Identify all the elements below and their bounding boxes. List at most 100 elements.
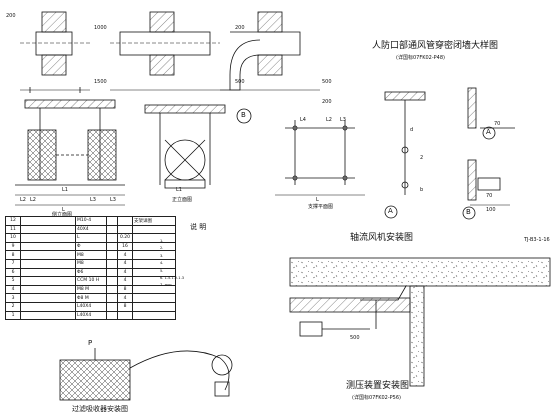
dim-label: 200 bbox=[235, 25, 245, 31]
table-cell bbox=[106, 241, 118, 252]
drawing-code: TJ-B3-1-16 bbox=[524, 237, 550, 243]
table-cell bbox=[106, 250, 118, 260]
bracket-detail-right bbox=[467, 87, 515, 206]
hanger-rod-detail bbox=[384, 91, 426, 195]
dim-label: 500 bbox=[235, 79, 245, 85]
table-cell bbox=[106, 258, 118, 269]
dim-label: 70 bbox=[486, 193, 493, 199]
table-row: 4 M8 M 8 bbox=[5, 284, 176, 295]
table-row: 2 L40X4 8 bbox=[5, 301, 176, 312]
table-cell bbox=[20, 216, 76, 226]
table-cell bbox=[132, 224, 176, 235]
table-cell: 4 bbox=[117, 267, 133, 278]
dim-label: 1500 bbox=[94, 79, 107, 85]
table-cell: M8 M bbox=[75, 284, 107, 295]
table-cell: M10-4 bbox=[75, 216, 107, 226]
table-cell bbox=[132, 301, 176, 312]
table-cell: 2 bbox=[5, 301, 21, 312]
table-cell bbox=[20, 284, 76, 295]
wall-penetration-section-1 bbox=[20, 11, 90, 93]
table-cell bbox=[106, 293, 118, 303]
dim-label: L bbox=[62, 207, 65, 213]
table-cell bbox=[117, 216, 133, 226]
table-cell bbox=[106, 301, 118, 312]
dim-label: 500 bbox=[322, 79, 332, 85]
view-caption: 支撑平面图 bbox=[308, 204, 334, 210]
table-cell: 8 bbox=[117, 301, 133, 312]
note-line: 7. mm bbox=[160, 283, 172, 288]
dim-label: 200 bbox=[6, 13, 16, 19]
dim-label: d bbox=[410, 127, 414, 133]
callout-a2-circle bbox=[482, 126, 496, 140]
table-row: 12 M10-4 支架详图 bbox=[5, 216, 176, 226]
dim-label: L1 bbox=[176, 187, 182, 193]
table-cell: 4 bbox=[5, 284, 21, 295]
table-cell: 6 bbox=[5, 267, 21, 278]
table-cell bbox=[20, 293, 76, 303]
pressure-symbol: P bbox=[88, 339, 93, 347]
table-cell: 5 bbox=[5, 276, 21, 286]
table-cell bbox=[106, 284, 118, 295]
table-cell: 4 bbox=[117, 276, 133, 286]
table-cell: 12 bbox=[5, 216, 21, 226]
callout-b-label: B bbox=[241, 111, 246, 119]
table-cell: 4 bbox=[117, 258, 133, 269]
table-cell: L40X4 bbox=[75, 310, 107, 321]
table-cell bbox=[117, 224, 133, 235]
table-cell: CCM 10 H bbox=[75, 276, 107, 286]
table-cell: L bbox=[75, 233, 107, 243]
table-cell: 支架详图 bbox=[132, 216, 176, 226]
table-cell bbox=[117, 310, 133, 321]
table-cell bbox=[106, 216, 118, 226]
table-cell: 4 bbox=[117, 293, 133, 303]
table-cell: M8 bbox=[75, 250, 107, 260]
table-cell bbox=[20, 250, 76, 260]
support-plan-view bbox=[275, 120, 365, 196]
dim-label: L3 bbox=[340, 117, 346, 123]
table-cell: L40X4 bbox=[75, 301, 107, 312]
table-cell bbox=[106, 224, 118, 235]
callout-b2-circle bbox=[462, 206, 476, 220]
table-cell: 11 bbox=[5, 224, 21, 235]
table-cell bbox=[20, 258, 76, 269]
table-cell: 1 bbox=[5, 310, 21, 321]
view-caption: 侧立面图 bbox=[52, 212, 73, 218]
table-cell: Φ bbox=[75, 241, 107, 252]
dim-label: L3 bbox=[110, 197, 116, 203]
filter-absorber-title: 过滤吸收器安装图 bbox=[72, 405, 128, 413]
duct-wall-title: 人防口部通风管穿密闭墙大样图 bbox=[372, 41, 499, 51]
dim-label: L3 bbox=[90, 197, 96, 203]
table-cell bbox=[20, 276, 76, 286]
note-line: 5. bbox=[160, 268, 164, 273]
table-cell: 0.20 bbox=[117, 233, 133, 243]
table-cell: 8 bbox=[117, 284, 133, 295]
dim-label: 500 bbox=[350, 335, 360, 341]
notes-title: 说 明 bbox=[190, 223, 207, 231]
table-cell bbox=[20, 310, 76, 321]
dim-label: 70 bbox=[494, 121, 501, 127]
dim-label: L2 bbox=[326, 117, 332, 123]
table-cell bbox=[132, 310, 176, 321]
table-cell bbox=[20, 224, 76, 235]
table-cell bbox=[20, 267, 76, 278]
dim-label: L1 bbox=[62, 187, 68, 193]
table-cell bbox=[20, 233, 76, 243]
table-cell bbox=[20, 241, 76, 252]
table-cell bbox=[106, 310, 118, 321]
callout-a-label: A bbox=[388, 207, 393, 215]
note-line: 3. bbox=[160, 253, 164, 258]
wall-penetration-section-2 bbox=[110, 11, 230, 91]
table-cell: 8 bbox=[5, 250, 21, 260]
filter-hanger-frame-middle bbox=[144, 104, 226, 189]
note-line: 2. bbox=[160, 246, 164, 251]
pressure-title: 测压装置安装图 bbox=[346, 381, 410, 391]
table-cell: Φ6 bbox=[75, 267, 107, 278]
table-cell: 40X4 bbox=[75, 224, 107, 235]
table-cell bbox=[106, 276, 118, 286]
table-cell bbox=[20, 301, 76, 312]
table-cell: 10 bbox=[5, 233, 21, 243]
